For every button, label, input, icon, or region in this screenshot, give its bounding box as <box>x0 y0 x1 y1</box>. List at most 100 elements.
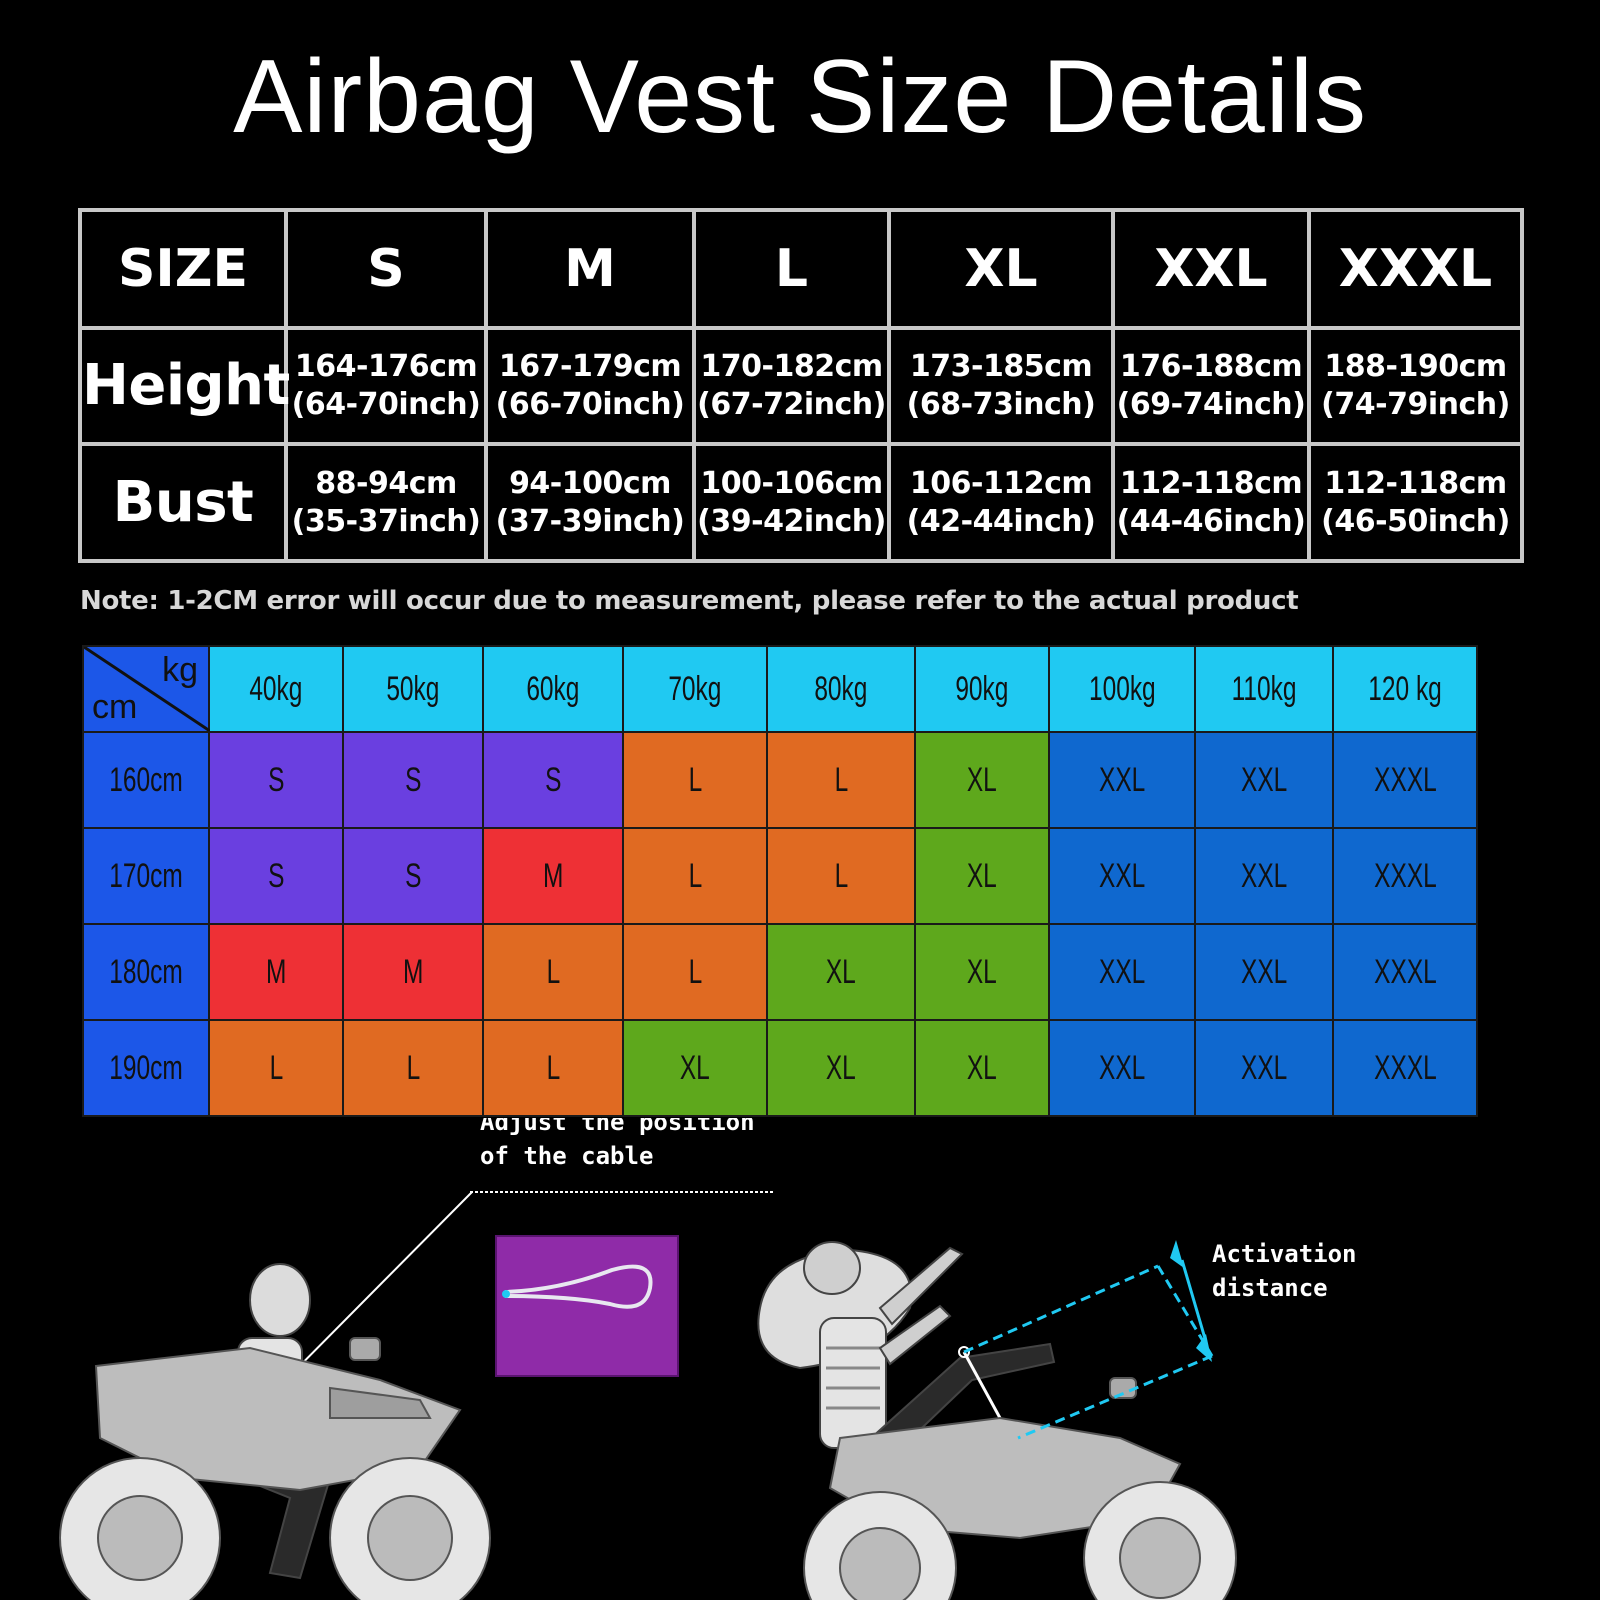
height-cm: 167-179cm <box>498 348 682 384</box>
motorcycle-left <box>59 1337 491 1600</box>
fit-size-value: XXL <box>1098 1048 1146 1087</box>
height-cell-s: 164-176cm(64-70inch) <box>284 325 488 447</box>
fit-cell: L <box>622 923 768 1021</box>
measurement-note: Note: 1-2CM error will occur due to meas… <box>80 586 1299 616</box>
weight-label: 60kg <box>526 669 580 708</box>
height-row-label: 160cm <box>82 731 210 829</box>
size-header-label: SIZE <box>78 208 288 330</box>
fit-cell: L <box>482 923 624 1021</box>
fit-size-value: M <box>265 952 287 991</box>
height-cell-m: 167-179cm(66-70inch) <box>484 325 696 447</box>
bust-cm: 94-100cm <box>509 465 671 501</box>
height-cell-xxxl: 188-190cm(74-79inch) <box>1307 325 1524 447</box>
activation-arrow-line <box>1180 1259 1208 1343</box>
weight-label: 50kg <box>386 669 440 708</box>
fit-size-value: XL <box>967 760 997 799</box>
height-cm: 164-176cm <box>294 348 478 384</box>
size-header-l: L <box>692 208 891 330</box>
fit-size-value: L <box>688 760 702 799</box>
size-header-s: S <box>284 208 488 330</box>
activation-label-line2: distance <box>1212 1274 1328 1302</box>
height-cm: 170-182cm <box>700 348 883 384</box>
corner-cm-label: cm <box>92 688 138 726</box>
fit-size-value: XL <box>967 1048 997 1087</box>
fit-cell: L <box>208 1019 344 1117</box>
fit-size-value: L <box>546 1048 560 1087</box>
fit-size-value: L <box>834 760 848 799</box>
weight-header-2: 60kg <box>482 645 624 733</box>
fit-cell: S <box>208 731 344 829</box>
weight-header-6: 100kg <box>1048 645 1196 733</box>
size-header-m: M <box>484 208 696 330</box>
bust-inch: (37-39inch) <box>495 503 685 539</box>
arm-right-up <box>878 1246 964 1326</box>
weight-label: 120 kg <box>1368 669 1442 708</box>
bust-inch: (44-46inch) <box>1116 503 1306 539</box>
cable-connector <box>502 1290 510 1298</box>
bust-inch: (42-44inch) <box>906 503 1096 539</box>
corner-diagonal <box>84 647 210 731</box>
fit-cell: XXL <box>1048 731 1196 829</box>
weight-label: 100kg <box>1088 669 1156 708</box>
bust-cm: 112-118cm <box>1324 465 1507 501</box>
page-title: Airbag Vest Size Details <box>233 39 1367 155</box>
fit-cell: M <box>342 923 484 1021</box>
fit-cell: XL <box>914 1019 1050 1117</box>
weight-header-5: 90kg <box>914 645 1050 733</box>
height-row: Height 164-176cm(64-70inch) 167-179cm(66… <box>78 325 1524 447</box>
weight-label: 90kg <box>955 669 1009 708</box>
weight-label: 110kg <box>1231 669 1297 708</box>
fit-size-value: XL <box>967 856 997 895</box>
height-value: 180cm <box>109 952 183 991</box>
fit-size-value: XXL <box>1240 856 1288 895</box>
bust-cm: 106-112cm <box>909 465 1093 501</box>
fit-size-value: L <box>406 1048 420 1087</box>
bust-cm: 112-118cm <box>1119 465 1303 501</box>
fit-size-value: L <box>269 1048 283 1087</box>
height-row-label: 180cm <box>82 923 210 1021</box>
height-value: 190cm <box>109 1048 183 1087</box>
size-header-xxl: XXL <box>1111 208 1311 330</box>
fit-size-value: L <box>546 952 560 991</box>
headlight-left <box>349 1337 381 1361</box>
bust-cell-xxxl: 112-118cm(46-50inch) <box>1307 442 1524 563</box>
rider-right <box>757 1241 1056 1519</box>
height-value: 170cm <box>109 856 183 895</box>
fit-size-value: XL <box>826 952 856 991</box>
bust-inch: (39-42inch) <box>697 503 886 539</box>
height-cm: 176-188cm <box>1119 348 1303 384</box>
fit-cell: L <box>766 827 916 925</box>
fit-cell: XL <box>622 1019 768 1117</box>
tether-right <box>962 1351 1002 1419</box>
height-inch: (68-73inch) <box>906 386 1096 422</box>
weight-header-1: 50kg <box>342 645 484 733</box>
weight-header-0: 40kg <box>208 645 344 733</box>
height-label: Height <box>78 325 290 447</box>
fit-cell: S <box>342 731 484 829</box>
height-cell-l: 170-182cm(67-72inch) <box>692 325 891 447</box>
fit-cell: XL <box>766 1019 916 1117</box>
bust-inch: (35-37inch) <box>291 503 481 539</box>
bust-label: Bust <box>78 442 288 563</box>
fit-size-value: XXL <box>1240 952 1288 991</box>
fit-cell: L <box>622 731 768 829</box>
height-inch: (66-70inch) <box>495 386 685 422</box>
height-cm: 188-190cm <box>1324 348 1507 384</box>
fit-cell: XXXL <box>1332 923 1478 1021</box>
fit-cell: XL <box>914 827 1050 925</box>
fit-cell: S <box>482 731 624 829</box>
height-row-label: 170cm <box>82 827 210 925</box>
size-table: SIZE S M L XL XXL XXXL Height 164-176cm(… <box>78 208 1524 563</box>
bust-cm: 100-106cm <box>700 465 883 501</box>
fit-size-value: XL <box>967 952 997 991</box>
fit-size-value: M <box>542 856 564 895</box>
cable-inset-photo <box>495 1235 679 1377</box>
height-inch: (74-79inch) <box>1321 386 1510 422</box>
fit-size-value: S <box>267 760 285 799</box>
weight-header-3: 70kg <box>622 645 768 733</box>
fit-cell: XL <box>914 923 1050 1021</box>
bust-cell-m: 94-100cm(37-39inch) <box>484 442 696 563</box>
